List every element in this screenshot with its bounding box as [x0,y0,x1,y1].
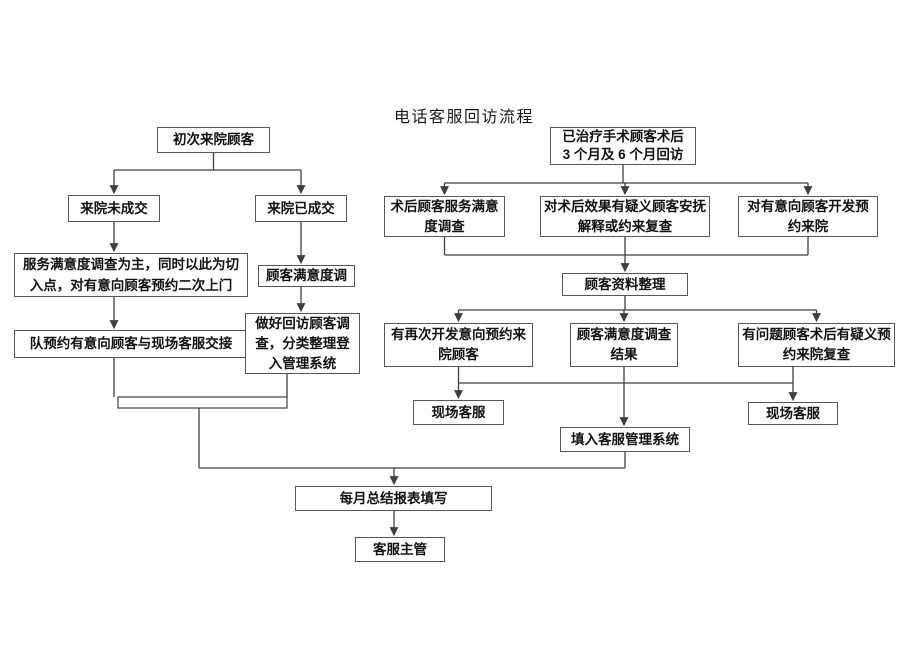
page-title: 电话客服回访流程 [394,109,535,126]
node-no-deal: 来院未成交 [68,195,160,222]
node-doubt-appease: 对术后效果有疑义顾客安抚解释或约来复查 [540,196,710,237]
node-intent-develop: 对有意向顾客开发预约来院 [738,196,878,237]
node-satisfaction-call: 顾客满意度调 [258,265,355,287]
node-monthly-report: 每月总结报表填写 [295,486,492,511]
node-data-sorting: 顾客资料整理 [562,273,688,296]
node-postop-followup-line2: 3 个月及 6 个月回访 [562,147,684,162]
node-service-manager: 客服主管 [355,537,445,562]
node-survey-result: 顾客满意度调查结果 [570,323,678,367]
node-postop-survey: 术后顾客服务满意度调查 [384,196,505,237]
node-postop-followup: 已治疗手术顾客术后 3 个月及 6 个月回访 [550,127,696,165]
node-service-survey: 服务满意度调查为主，同时以此为切入点，对有意向顾客预约二次上门 [14,253,248,297]
node-deal-done: 来院已成交 [255,195,347,222]
node-fill-system: 填入客服管理系统 [560,427,690,452]
node-first-visit: 初次来院顾客 [157,127,270,153]
node-onsite-service-right: 现场客服 [748,402,838,425]
node-callback-register: 做好回访顾客调查，分类整理登入管理系统 [245,313,360,374]
node-handover: 队预约有意向顾客与现场客服交接 [14,330,248,358]
node-postop-followup-line1: 已治疗手术顾客术后 [562,129,684,144]
node-redevelop-intent: 有再次开发意向预约来院顾客 [384,323,533,367]
node-onsite-service-left: 现场客服 [413,400,504,425]
node-problem-review: 有问题顾客术后有疑义预约来院复查 [738,323,895,367]
